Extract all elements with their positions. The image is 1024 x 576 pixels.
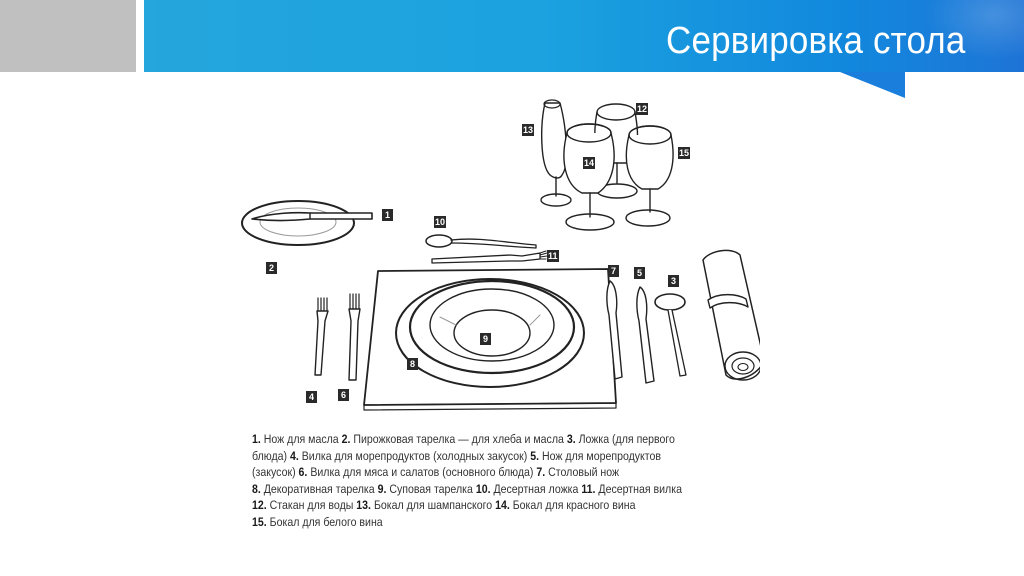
- badge-3: 3: [668, 275, 679, 287]
- badge-10: 10: [434, 216, 447, 228]
- seafood-knife-drawing: [636, 286, 655, 384]
- table-setting-drawing: [241, 99, 765, 411]
- gray-corner-block: [0, 0, 136, 72]
- badge-9: 9: [480, 333, 491, 345]
- badge-15: 15: [678, 147, 691, 159]
- badge-8: 8: [407, 358, 418, 370]
- badge-7: 7: [608, 265, 619, 277]
- main-fork-drawing: [348, 293, 361, 381]
- table-knife-drawing: [606, 280, 623, 380]
- legend-line-5: 12. Стакан для воды 13. Бокал для шампан…: [252, 498, 636, 513]
- table-setting-illustration: 1 2 3 4 5 6 7 8 9 10 11 12 13 14 15: [240, 95, 765, 420]
- white-wine-glass-drawing: [625, 125, 674, 227]
- legend-line-1: 1. Нож для масла 2. Пирожковая тарелка —…: [252, 432, 675, 446]
- badge-11: 11: [547, 250, 559, 262]
- napkin-roll-drawing: [702, 249, 765, 381]
- badge-12: 12: [636, 103, 649, 115]
- legend-line-4: 8. Декоративная тарелка 9. Суповая тарел…: [252, 481, 682, 496]
- charger-plate-drawing: [395, 278, 585, 388]
- soup-plate-drawing: [408, 279, 576, 375]
- badge-6: 6: [338, 389, 349, 401]
- placemat-drawing: [363, 268, 617, 411]
- legend-line-2: блюда) 4. Вилка для морепродуктов (холод…: [252, 448, 662, 463]
- soup-spoon-drawing: [654, 293, 687, 377]
- badge-13: 13: [522, 124, 535, 136]
- champagne-glass-drawing: [540, 99, 572, 207]
- slide-title: Сервировка стола: [666, 20, 966, 62]
- title-banner: [144, 0, 1024, 72]
- badge-5: 5: [634, 267, 645, 279]
- badge-1: 1: [382, 209, 393, 221]
- butter-knife-drawing: [251, 211, 373, 222]
- badge-2: 2: [266, 262, 277, 274]
- legend-text: 1. Нож для масла 2. Пирожковая тарелка —…: [252, 431, 699, 531]
- red-wine-glass-drawing: [563, 123, 615, 231]
- bread-plate-drawing: [241, 200, 355, 246]
- dessert-spoon-drawing: [425, 234, 537, 249]
- badge-4: 4: [306, 391, 317, 403]
- legend-line-3: (закусок) 6. Вилка для мяса и салатов (о…: [252, 465, 620, 480]
- dessert-fork-drawing: [431, 250, 548, 264]
- legend-line-6: 15. Бокал для белого вина: [252, 514, 383, 529]
- seafood-fork-drawing: [314, 297, 329, 376]
- badge-14: 14: [583, 157, 596, 169]
